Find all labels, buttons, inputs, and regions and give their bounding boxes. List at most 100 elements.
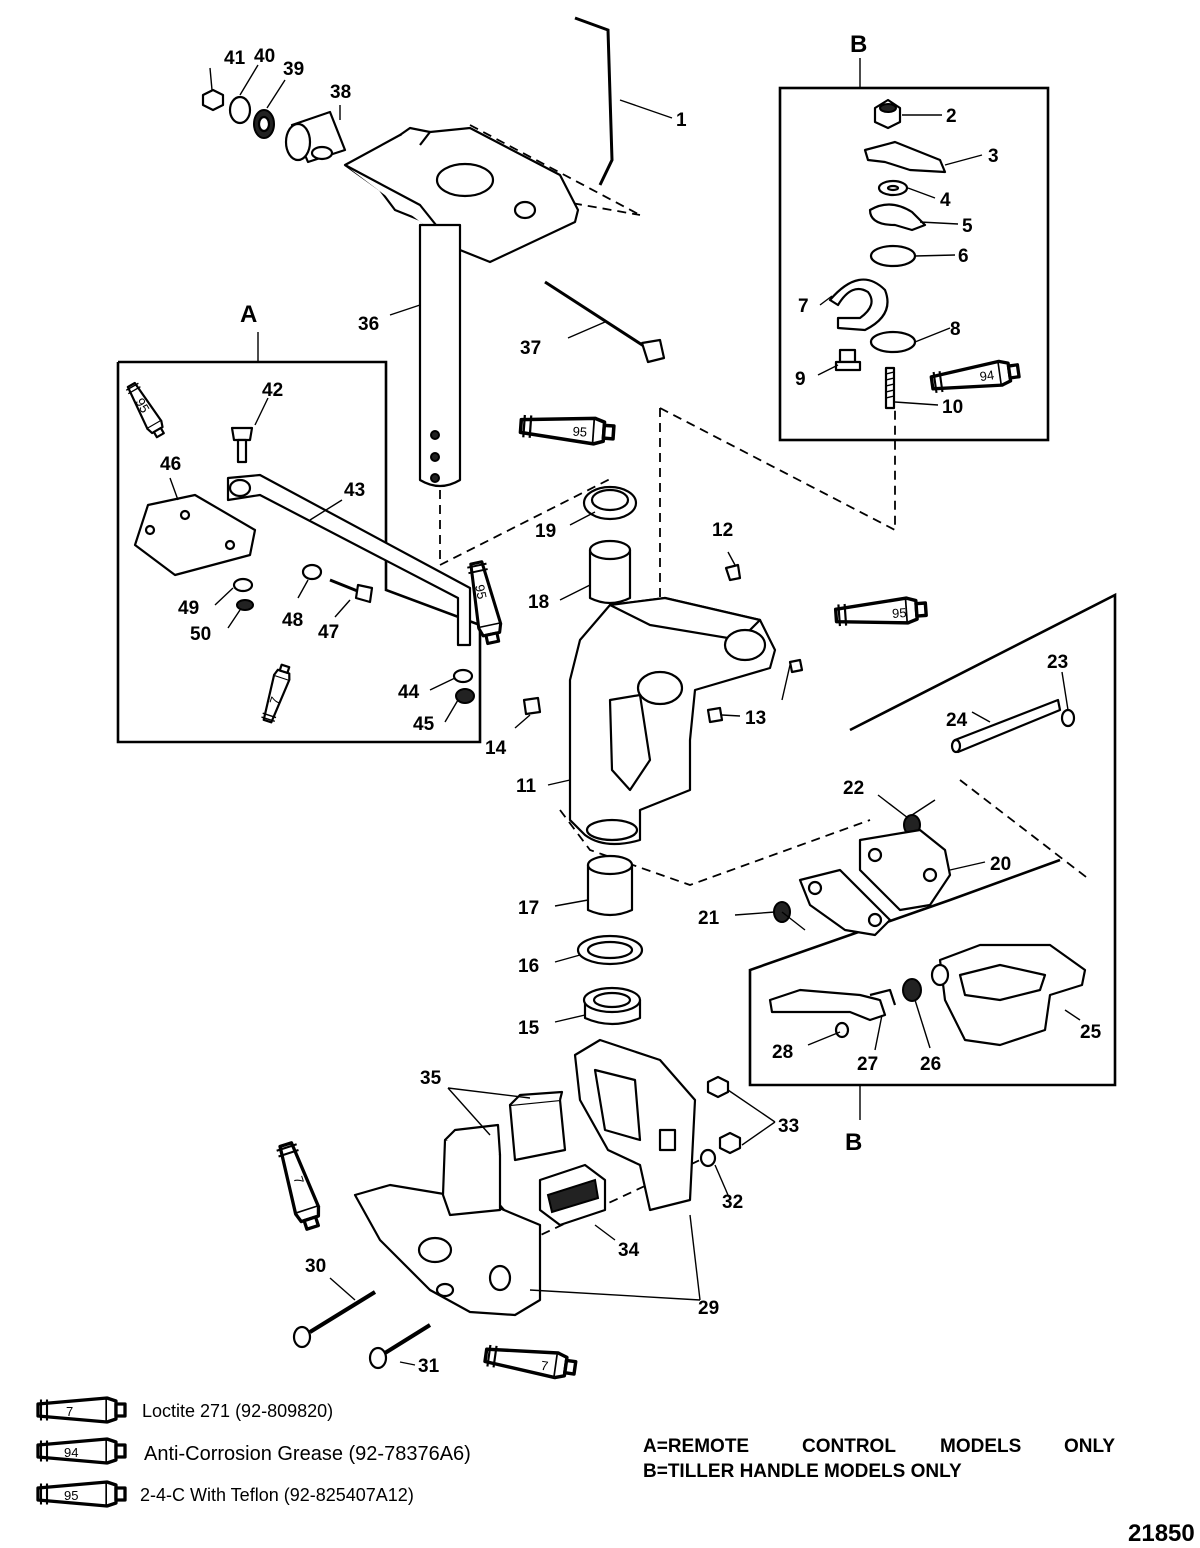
callout-4: 4	[940, 190, 951, 211]
tube-label: 7	[266, 695, 283, 707]
callout-21: 21	[698, 908, 720, 929]
washer-48	[301, 563, 323, 581]
tiller-lever-3	[863, 140, 947, 174]
tube-label: 94	[979, 367, 995, 384]
tube-label: 7	[540, 1358, 549, 1374]
callout-5: 5	[962, 216, 973, 237]
spring-26	[902, 978, 922, 1002]
leader-lines	[169, 64, 1081, 1366]
nut-50	[236, 599, 254, 611]
tube-label: 95	[132, 395, 152, 415]
bolt-31	[368, 1323, 432, 1370]
washer-6	[869, 244, 917, 268]
callout-47: 47	[318, 622, 339, 643]
callout-19: 19	[535, 521, 556, 542]
section-b-bottom-label: B	[845, 1129, 862, 1156]
callout-29: 29	[698, 1298, 719, 1319]
callout-20: 20	[990, 854, 1011, 875]
nut-41	[201, 88, 225, 112]
callout-26: 26	[920, 1054, 941, 1075]
grease-fitting-13	[706, 706, 724, 724]
washer-40	[228, 95, 252, 125]
callout-3: 3	[988, 146, 999, 167]
callout-2: 2	[946, 106, 957, 127]
bolt-47	[329, 578, 374, 604]
swivel-bracket-upper	[343, 126, 580, 264]
tube-95-left-center: 95	[463, 559, 506, 647]
callout-31: 31	[418, 1356, 440, 1377]
bracket-46	[133, 493, 257, 577]
callout-15: 15	[518, 1018, 540, 1039]
washer-49	[232, 577, 254, 593]
legend-row-95: 95 2-4-C With Teflon (92-825407A12)	[36, 1480, 414, 1508]
tube-95-right: 95	[833, 595, 929, 630]
callout-42: 42	[262, 380, 283, 401]
callout-34: 34	[618, 1240, 640, 1261]
retainer-19	[582, 485, 638, 521]
nut-33-top	[706, 1075, 730, 1099]
bolt-42	[230, 426, 254, 464]
tube-label: 95	[892, 605, 907, 621]
section-a-label: A	[240, 301, 257, 328]
callout-24: 24	[946, 710, 968, 731]
legend-code: 7	[66, 1404, 73, 1419]
callout-50: 50	[190, 624, 211, 645]
callout-33: 33	[778, 1116, 799, 1137]
figure-number: 21850	[1128, 1520, 1195, 1547]
note-a-word2: CONTROL	[802, 1436, 896, 1457]
callout-14: 14	[485, 738, 507, 759]
washer-44	[452, 668, 474, 684]
callout-41: 41	[224, 48, 246, 69]
tube-95-center: 95	[518, 411, 617, 447]
latch-27	[768, 988, 897, 1022]
legend-text: 2-4-C With Teflon (92-825407A12)	[140, 1485, 414, 1505]
tube-label: 95	[472, 583, 490, 600]
clamp-half-29-rear	[573, 1038, 697, 1212]
bushing-15	[582, 986, 642, 1026]
callout-27: 27	[857, 1054, 878, 1075]
tube-label: 7	[291, 1174, 308, 1186]
callout-39: 39	[283, 59, 304, 80]
clip-23	[1060, 708, 1076, 728]
callout-11: 11	[516, 776, 537, 797]
legend-code: 95	[64, 1488, 78, 1503]
assembly-lines	[439, 124, 1091, 1242]
callout-6: 6	[958, 246, 969, 267]
callout-25: 25	[1080, 1022, 1102, 1043]
grease-fitting-14	[522, 696, 542, 716]
legend-row-7: 7 Loctite 271 (92-809820)	[36, 1396, 333, 1424]
section-b-top-box: B	[778, 31, 1050, 442]
callout-9: 9	[795, 369, 806, 390]
nut-33-lower	[718, 1131, 742, 1155]
bolt-30	[292, 1290, 377, 1349]
tube-7-bottom: 7	[482, 1341, 579, 1382]
nut-45	[455, 688, 475, 704]
lever-21-assembly	[798, 868, 892, 937]
tube-95-section-a: 95	[123, 379, 169, 441]
tube-94-section-b: 94	[928, 357, 1022, 397]
bushing-17	[586, 854, 634, 917]
callout-16: 16	[518, 956, 539, 977]
model-notes: A=REMOTE CONTROL MODELS ONLY B=TILLER HA…	[643, 1436, 1115, 1482]
friction-block-7	[828, 278, 889, 332]
callout-10: 10	[942, 397, 963, 418]
legend-code: 94	[64, 1445, 78, 1460]
bushing-38	[284, 110, 347, 164]
callout-44: 44	[398, 682, 420, 703]
callout-28: 28	[772, 1042, 793, 1063]
clip-28	[834, 1021, 850, 1039]
callout-49: 49	[178, 598, 199, 619]
lever-20	[858, 828, 952, 912]
callout-17: 17	[518, 898, 539, 919]
legend-row-94: 94 Anti-Corrosion Grease (92-78376A6)	[36, 1437, 471, 1465]
callout-30: 30	[305, 1256, 326, 1277]
link-rod-1	[574, 16, 614, 186]
callout-22: 22	[843, 778, 864, 799]
callout-48: 48	[282, 610, 303, 631]
stud-10	[884, 366, 896, 410]
clamp-half-29-front	[353, 1183, 542, 1317]
washer-8	[869, 330, 917, 354]
callout-32: 32	[722, 1192, 743, 1213]
callout-7: 7	[798, 296, 809, 317]
